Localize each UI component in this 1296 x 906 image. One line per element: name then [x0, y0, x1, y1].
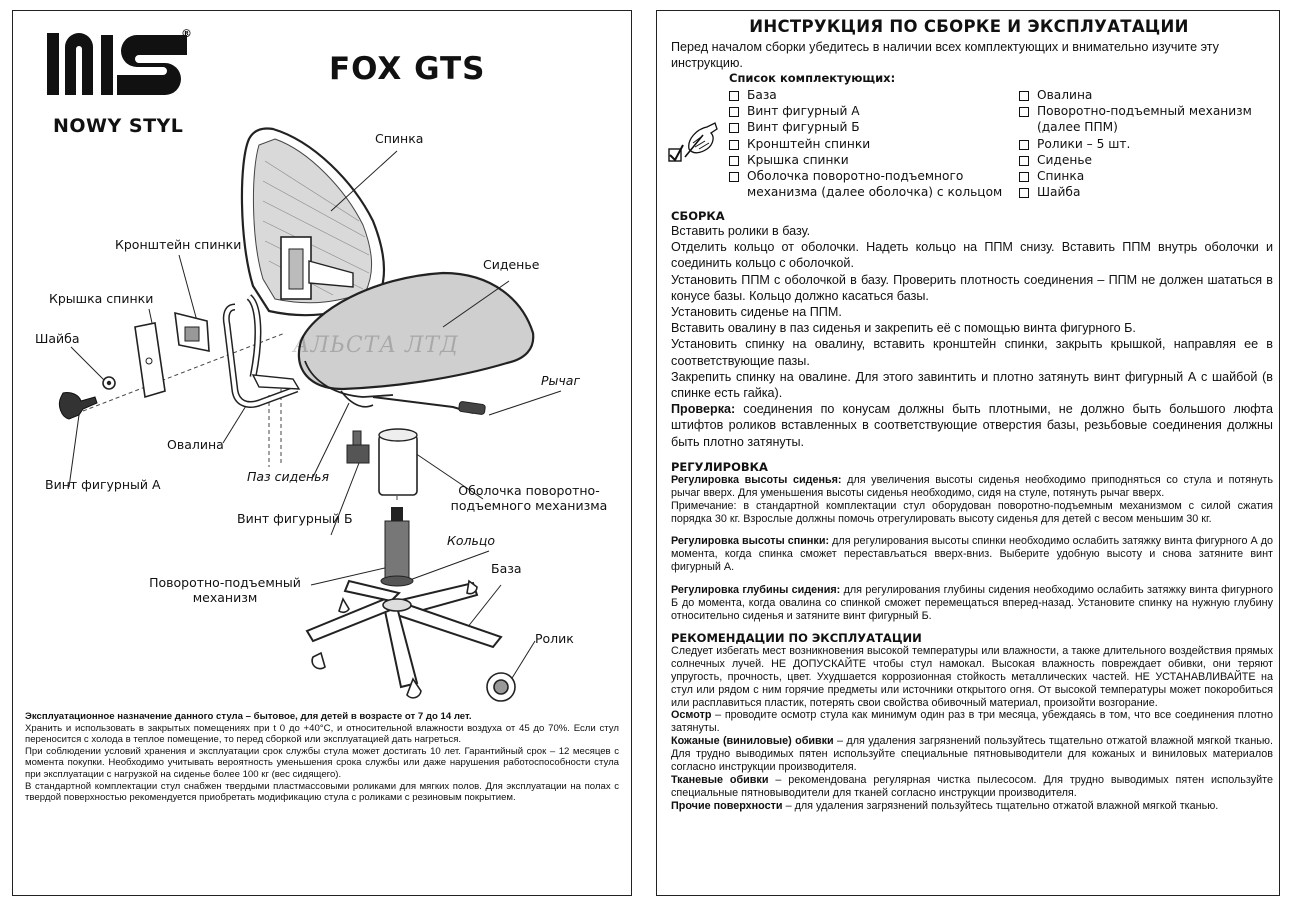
- list-item: Оболочка поворотно-подъемного механизма …: [729, 168, 1019, 200]
- checkbox-icon: [729, 123, 739, 134]
- usage-fabric: Тканевые обивки – рекомендована регулярн…: [671, 773, 1273, 799]
- label-oval: Овалина: [167, 437, 224, 452]
- registered-mark: ®: [181, 27, 192, 40]
- list-item: Шайба: [1019, 184, 1269, 200]
- usage-note: Эксплуатационное назначение данного стул…: [25, 711, 619, 804]
- adjust-seat: Регулировка высоты сиденья: для увеличен…: [671, 473, 1273, 499]
- label-sleeve-line1: Оболочка поворотно-: [458, 483, 600, 498]
- list-item: Винт фигурный А: [729, 103, 1019, 119]
- checkbox-icon: [729, 107, 739, 118]
- checkbox-icon: [1019, 188, 1029, 199]
- list-item: Винт фигурный Б: [729, 119, 1019, 135]
- assembly-step: Установить ППМ с оболочкой в базу. Прове…: [671, 272, 1273, 303]
- label-backrest: Спинка: [375, 131, 424, 146]
- usage-general: Следует избегать мест возникновения высо…: [671, 644, 1273, 709]
- label-figure-screw-a: Винт фигурный А: [45, 477, 161, 492]
- assembly-step: Вставить овалину в паз сиденья и закрепи…: [671, 321, 1136, 336]
- usage-note-line4: В стандартной комплектации стул снабжен …: [25, 780, 619, 804]
- checkbox-icon: [729, 155, 739, 166]
- assembly-check: Проверка: соединения по конусам должны б…: [671, 402, 1273, 449]
- label-caster: Ролик: [535, 631, 574, 646]
- label-washer: Шайба: [35, 331, 80, 346]
- assembly-step: Установить сиденье на ППМ.: [671, 305, 842, 320]
- label-back-cover: Крышка спинки: [49, 291, 154, 306]
- right-panel: ИНСТРУКЦИЯ ПО СБОРКЕ И ЭКСПЛУАТАЦИИ Пере…: [656, 10, 1280, 896]
- adjust-depth: Регулировка глубины сидения: для регулир…: [671, 584, 1273, 622]
- list-item: Спинка: [1019, 168, 1269, 184]
- list-item: Сиденье: [1019, 152, 1269, 168]
- list-item: Крышка спинки: [729, 152, 1019, 168]
- parts-list-col1: База Винт фигурный А Винт фигурный Б Кро…: [729, 87, 1019, 200]
- checkbox-icon: [1019, 139, 1029, 150]
- label-ring: Кольцо: [447, 533, 496, 548]
- list-item: Овалина: [1019, 87, 1269, 103]
- checklist-hand-icon: [668, 122, 718, 162]
- adjust-seat-note: Примечание: в стандартной комплектации с…: [671, 499, 1273, 525]
- list-item: Кронштейн спинки: [729, 136, 1019, 152]
- model-name: FOX GTS: [329, 51, 486, 87]
- usage-heading: РЕКОМЕНДАЦИИ ПО ЭКСПЛУАТАЦИИ: [671, 630, 922, 645]
- checkbox-icon: [729, 172, 739, 183]
- label-lift-line2: механизм: [192, 590, 258, 605]
- instructions-body: СБОРКА Вставить ролики в базу. Отделить …: [671, 209, 1273, 813]
- left-panel: ® NOWY STYL FOX GTS: [12, 10, 632, 896]
- usage-note-line2: Хранить и использовать в закрытых помеще…: [25, 722, 619, 746]
- label-lift-mechanism: Поворотно-подъемный механизм: [137, 575, 313, 605]
- chair-exploded-diagram: [58, 127, 562, 702]
- checkbox-icon: [1019, 172, 1029, 183]
- assembly-step: Отделить кольцо от оболочки. Надеть коль…: [671, 240, 1273, 271]
- instructions-intro: Перед началом сборки убедитесь в наличии…: [671, 40, 1219, 71]
- brand-name: NOWY STYL: [53, 115, 184, 137]
- label-seat: Сиденье: [483, 257, 540, 272]
- list-item: Поворотно-подъемный механизм (далее ППМ): [1019, 103, 1269, 135]
- label-figure-screw-b: Винт фигурный Б: [237, 511, 353, 526]
- usage-leather: Кожаные (виниловые) обивки – для удалени…: [671, 735, 1273, 774]
- checkbox-icon: [729, 139, 739, 150]
- assembly-step: Закрепить спинку на овалине. Для этого з…: [671, 369, 1273, 401]
- label-base: База: [491, 561, 522, 576]
- adjust-heading: РЕГУЛИРОВКА: [671, 459, 768, 474]
- label-sleeve-line2: подъемного механизма: [450, 498, 608, 513]
- parts-heading: Список комплектующих:: [729, 71, 896, 85]
- checkbox-icon: [1019, 155, 1029, 166]
- label-back-bracket: Кронштейн спинки: [115, 237, 242, 252]
- list-item: База: [729, 87, 1019, 103]
- label-sleeve: Оболочка поворотно- подъемного механизма: [441, 483, 617, 513]
- checkbox-icon: [1019, 107, 1029, 118]
- adjust-back: Регулировка высоты спинки: для регулиров…: [671, 535, 1273, 574]
- label-lever: Рычаг: [541, 373, 581, 388]
- list-item: Ролики – 5 шт.: [1019, 136, 1269, 152]
- usage-note-line1: Эксплуатационное назначение данного стул…: [25, 711, 472, 722]
- assembly-step: Вставить ролики в базу.: [671, 224, 811, 238]
- assembly-step: Установить спинку на овалину, вставить к…: [671, 337, 1273, 368]
- instructions-title: ИНСТРУКЦИЯ ПО СБОРКЕ И ЭКСПЛУАТАЦИИ: [749, 17, 1189, 36]
- parts-list-col2: Овалина Поворотно-подъемный механизм (да…: [1019, 87, 1269, 200]
- usage-other: Прочие поверхности – для удаления загряз…: [671, 799, 1219, 812]
- watermark: АЛЬСТА ЛТД: [293, 333, 459, 358]
- nowy-styl-logo-mark: [47, 33, 187, 95]
- label-lift-line1: Поворотно-подъемный: [149, 575, 301, 590]
- label-seat-groove: Паз сиденья: [247, 469, 330, 484]
- checkbox-icon: [1019, 91, 1029, 101]
- checkbox-icon: [729, 91, 739, 101]
- usage-note-line3: При соблюдении условий хранения и эксплу…: [25, 745, 619, 780]
- usage-inspect: Осмотр – проводите осмотр стула как мини…: [671, 709, 1273, 735]
- assembly-heading: СБОРКА: [671, 209, 725, 223]
